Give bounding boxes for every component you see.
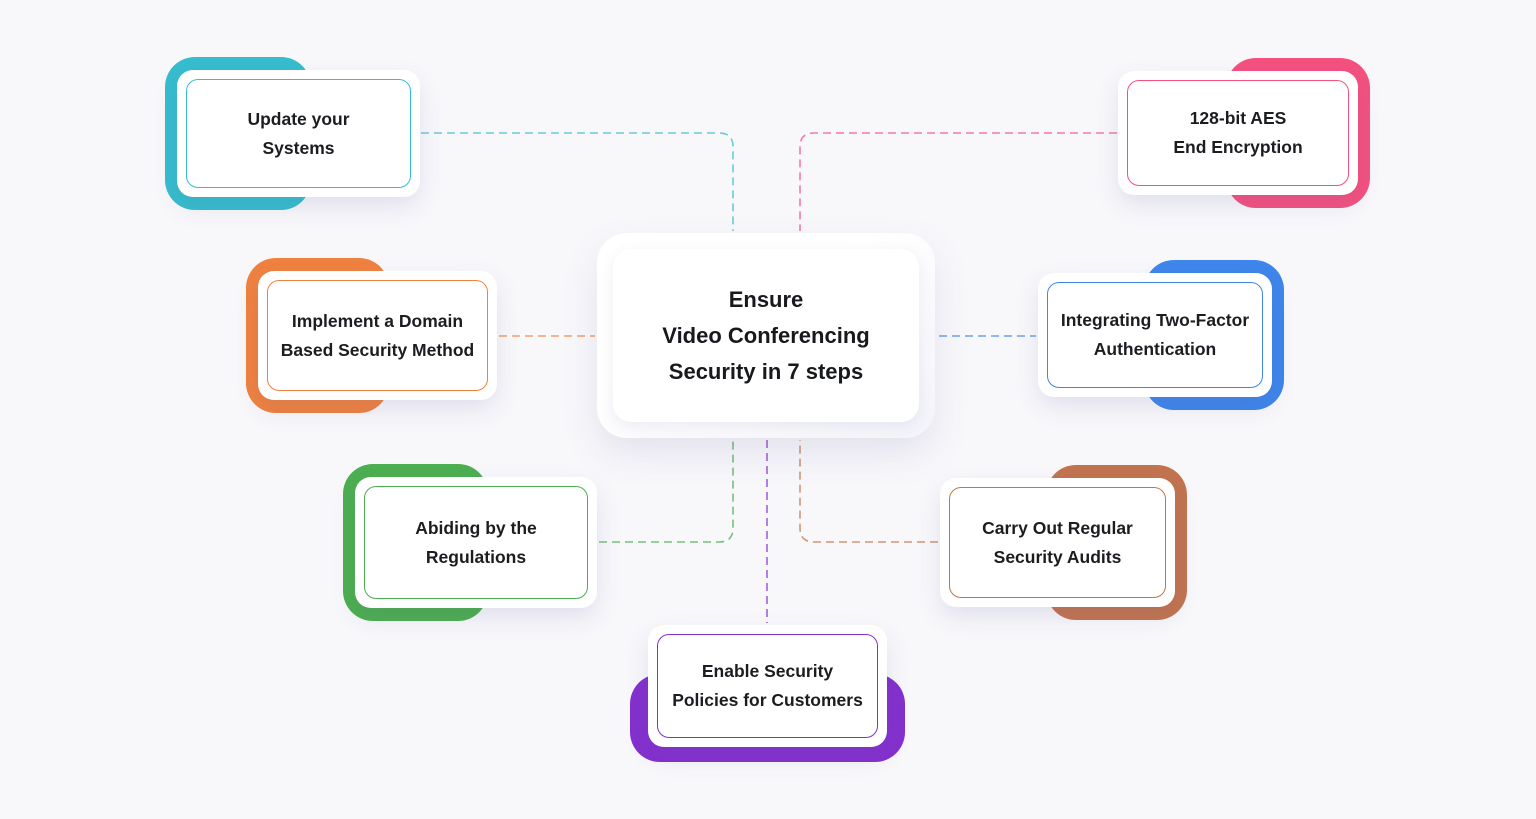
node-card-border: Implement a Domain Based Security Method [267, 280, 488, 391]
node-label: Abiding by the [415, 517, 537, 538]
node-card: Implement a Domain Based Security Method [258, 271, 497, 400]
node-label: Systems [262, 137, 335, 158]
node-card: 128-bit AES End Encryption [1118, 71, 1358, 195]
node-security-policies-customers: Enable Security Policies for Customers [630, 625, 905, 762]
node-card: Enable Security Policies for Customers [648, 625, 887, 747]
node-label: Security Audits [993, 546, 1122, 567]
node-card-border: Update your Systems [186, 79, 411, 188]
node-label: End Encryption [1173, 137, 1303, 157]
node-card: Integrating Two-Factor Authentication [1038, 273, 1272, 397]
node-label: Integrating Two-Factor [1060, 310, 1250, 330]
node-label: Based Security Method [280, 339, 475, 360]
connector-update-systems [421, 132, 734, 231]
connector-regulations [599, 440, 734, 543]
node-label: Authentication [1093, 339, 1217, 359]
node-128-bit-aes-end-encryption: 128-bit AES End Encryption [1118, 58, 1370, 208]
node-abiding-by-regulations: Abiding by the Regulations [343, 464, 597, 621]
center-hub-card: Ensure Video Conferencing Security in 7 … [613, 249, 919, 422]
center-hub: Ensure Video Conferencing Security in 7 … [597, 233, 935, 438]
node-card-border: 128-bit AES End Encryption [1127, 80, 1349, 186]
node-card: Update your Systems [177, 70, 420, 197]
connector-aes-encryption [799, 132, 1117, 231]
node-card-border: Carry Out Regular Security Audits [949, 487, 1166, 598]
center-title-line: Video Conferencing [662, 322, 870, 348]
connector-security-audits [799, 440, 938, 543]
node-label: 128-bit AES [1189, 108, 1287, 128]
node-label: Policies for Customers [672, 690, 863, 710]
node-card-border: Abiding by the Regulations [364, 486, 588, 599]
node-label: Enable Security [701, 661, 834, 681]
node-label: Carry Out Regular [982, 517, 1133, 538]
node-card: Carry Out Regular Security Audits [940, 478, 1175, 607]
node-label: Update your [247, 108, 350, 129]
node-two-factor-authentication: Integrating Two-Factor Authentication [1038, 260, 1284, 410]
node-label: Implement a Domain [291, 310, 464, 331]
node-update-your-systems: Update your Systems [165, 57, 420, 210]
node-card-border: Enable Security Policies for Customers [657, 634, 878, 738]
node-card-border: Integrating Two-Factor Authentication [1047, 282, 1263, 388]
center-title-line: Ensure [728, 286, 804, 312]
node-label: Regulations [425, 546, 527, 567]
node-card: Abiding by the Regulations [355, 477, 597, 608]
node-regular-security-audits: Carry Out Regular Security Audits [940, 465, 1187, 620]
node-domain-based-security: Implement a Domain Based Security Method [246, 258, 497, 413]
center-title-line: Security in 7 steps [668, 358, 864, 384]
